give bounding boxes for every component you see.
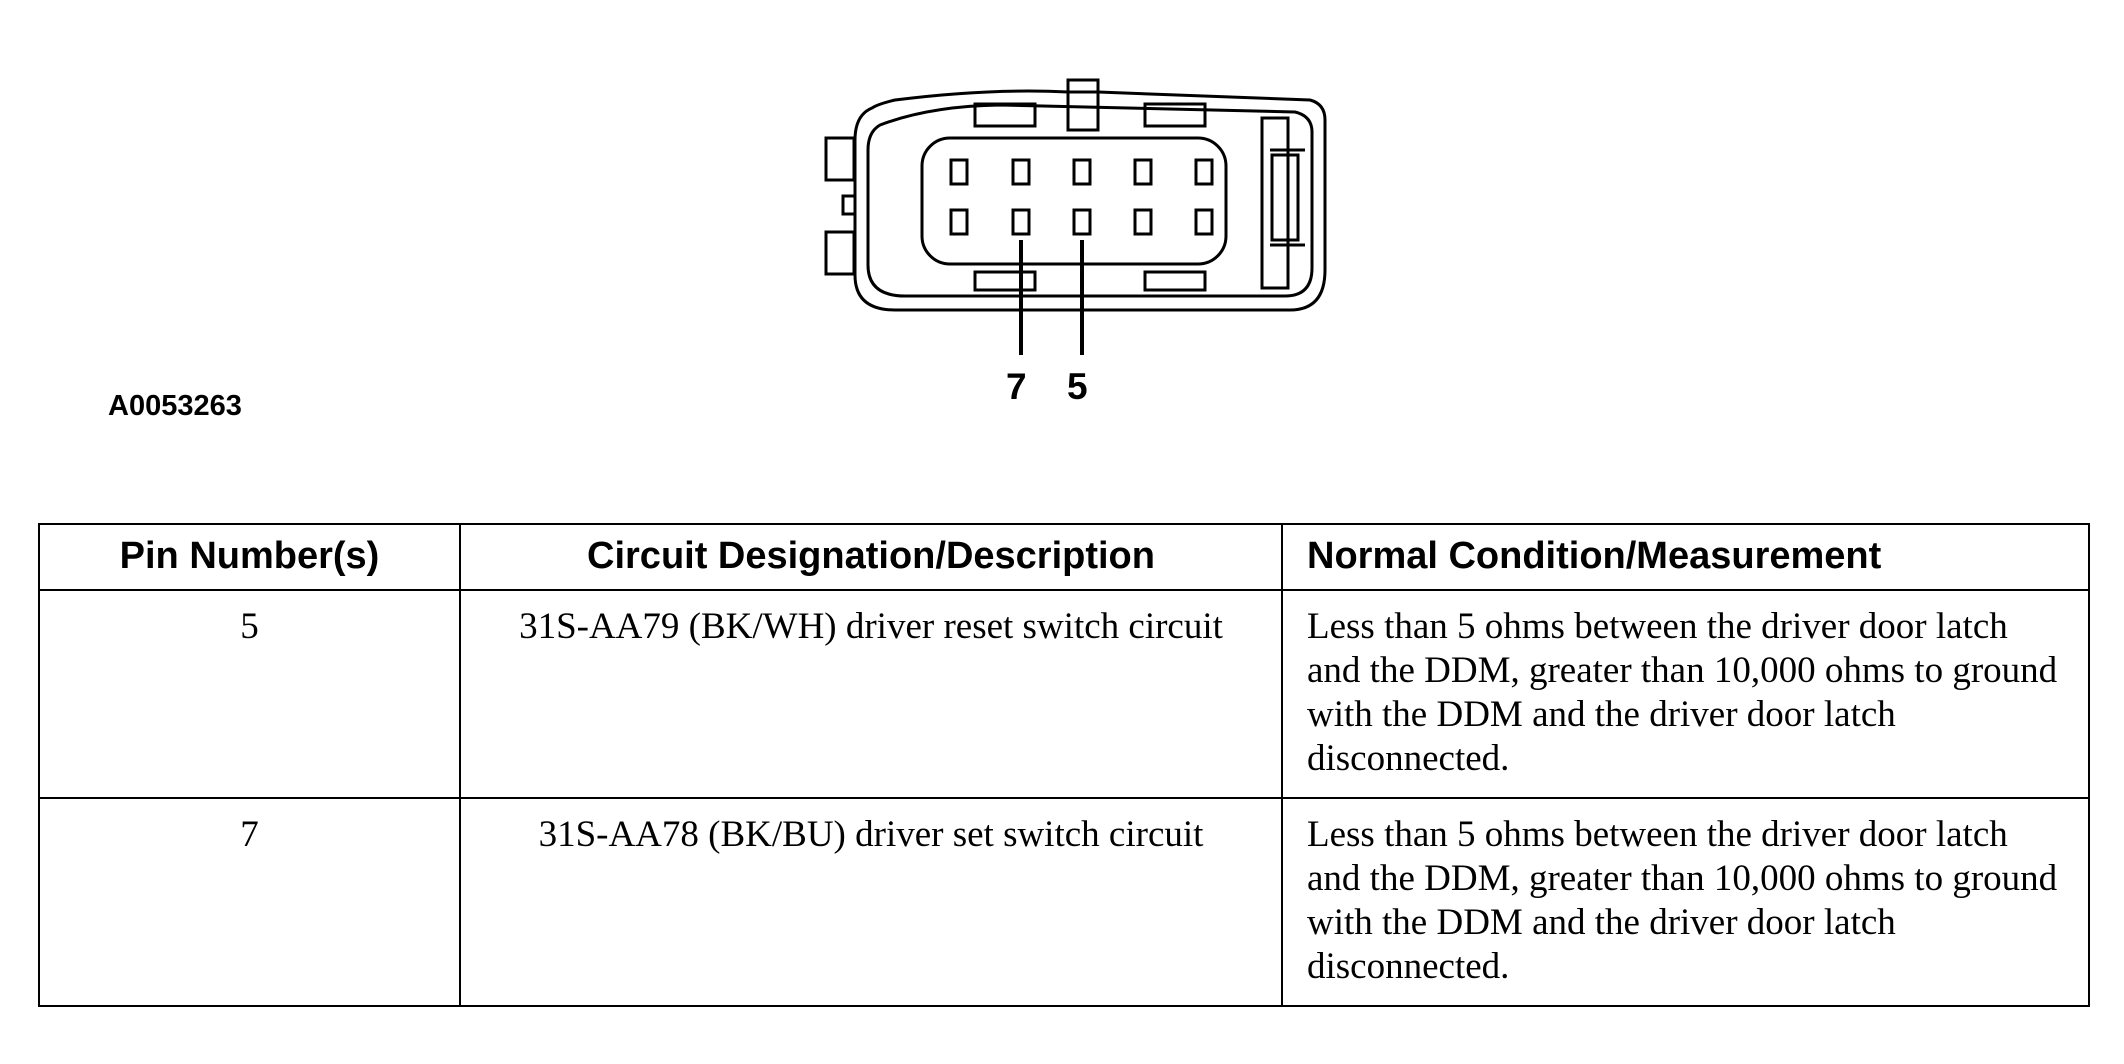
header-circuit: Circuit Designation/Description bbox=[459, 523, 1283, 591]
connector-key bbox=[1143, 102, 1207, 128]
connector-figure: 7 5 A0053263 bbox=[0, 0, 2124, 440]
header-measurement: Normal Condition/Measurement bbox=[1281, 523, 2090, 591]
connector-pin bbox=[1194, 158, 1214, 186]
connector-key bbox=[973, 102, 1037, 128]
table-header-row: Pin Number(s) Circuit Designation/Descri… bbox=[38, 523, 2090, 591]
connector-side-notch bbox=[841, 194, 857, 216]
header-pin-numbers: Pin Number(s) bbox=[38, 523, 461, 591]
connector-pin bbox=[1133, 158, 1153, 186]
cell-pin: 7 bbox=[38, 797, 461, 1007]
connector-housing-outer bbox=[853, 89, 1327, 312]
connector-housing-inner bbox=[866, 103, 1314, 298]
cell-measurement: Less than 5 ohms between the driver door… bbox=[1281, 797, 2090, 1007]
connector-pin bbox=[1011, 158, 1031, 186]
connector-latch bbox=[1260, 116, 1290, 290]
figure-id: A0053263 bbox=[108, 390, 242, 422]
cell-circuit: 31S-AA78 (BK/BU) driver set switch circu… bbox=[459, 797, 1283, 1007]
connector-key bbox=[1143, 270, 1207, 292]
connector-lock-tab bbox=[1066, 78, 1100, 132]
connector-side-tab bbox=[824, 230, 856, 276]
connector-pin bbox=[1072, 158, 1092, 186]
connector-pin-cavity bbox=[920, 136, 1228, 266]
connector-pin bbox=[949, 158, 969, 186]
connector-latch-window bbox=[1270, 153, 1300, 242]
cell-pin: 5 bbox=[38, 589, 461, 799]
table-row: 7 31S-AA78 (BK/BU) driver set switch cir… bbox=[38, 797, 2090, 1007]
pin-label-5: 5 bbox=[1067, 366, 1088, 407]
connector-pin bbox=[949, 208, 969, 236]
connector-pin bbox=[1072, 208, 1092, 236]
connector-diagram bbox=[824, 78, 1327, 355]
connector-pin bbox=[1194, 208, 1214, 236]
pin-label-7: 7 bbox=[1006, 366, 1027, 407]
cell-circuit: 31S-AA79 (BK/WH) driver reset switch cir… bbox=[459, 589, 1283, 799]
cell-measurement: Less than 5 ohms between the driver door… bbox=[1281, 589, 2090, 799]
connector-side-tab bbox=[824, 136, 856, 182]
table-row: 5 31S-AA79 (BK/WH) driver reset switch c… bbox=[38, 589, 2090, 799]
connector-pin bbox=[1133, 208, 1153, 236]
connector-pin bbox=[1011, 208, 1031, 236]
pin-spec-table: Pin Number(s) Circuit Designation/Descri… bbox=[38, 523, 2090, 1007]
connector-key bbox=[973, 270, 1037, 292]
